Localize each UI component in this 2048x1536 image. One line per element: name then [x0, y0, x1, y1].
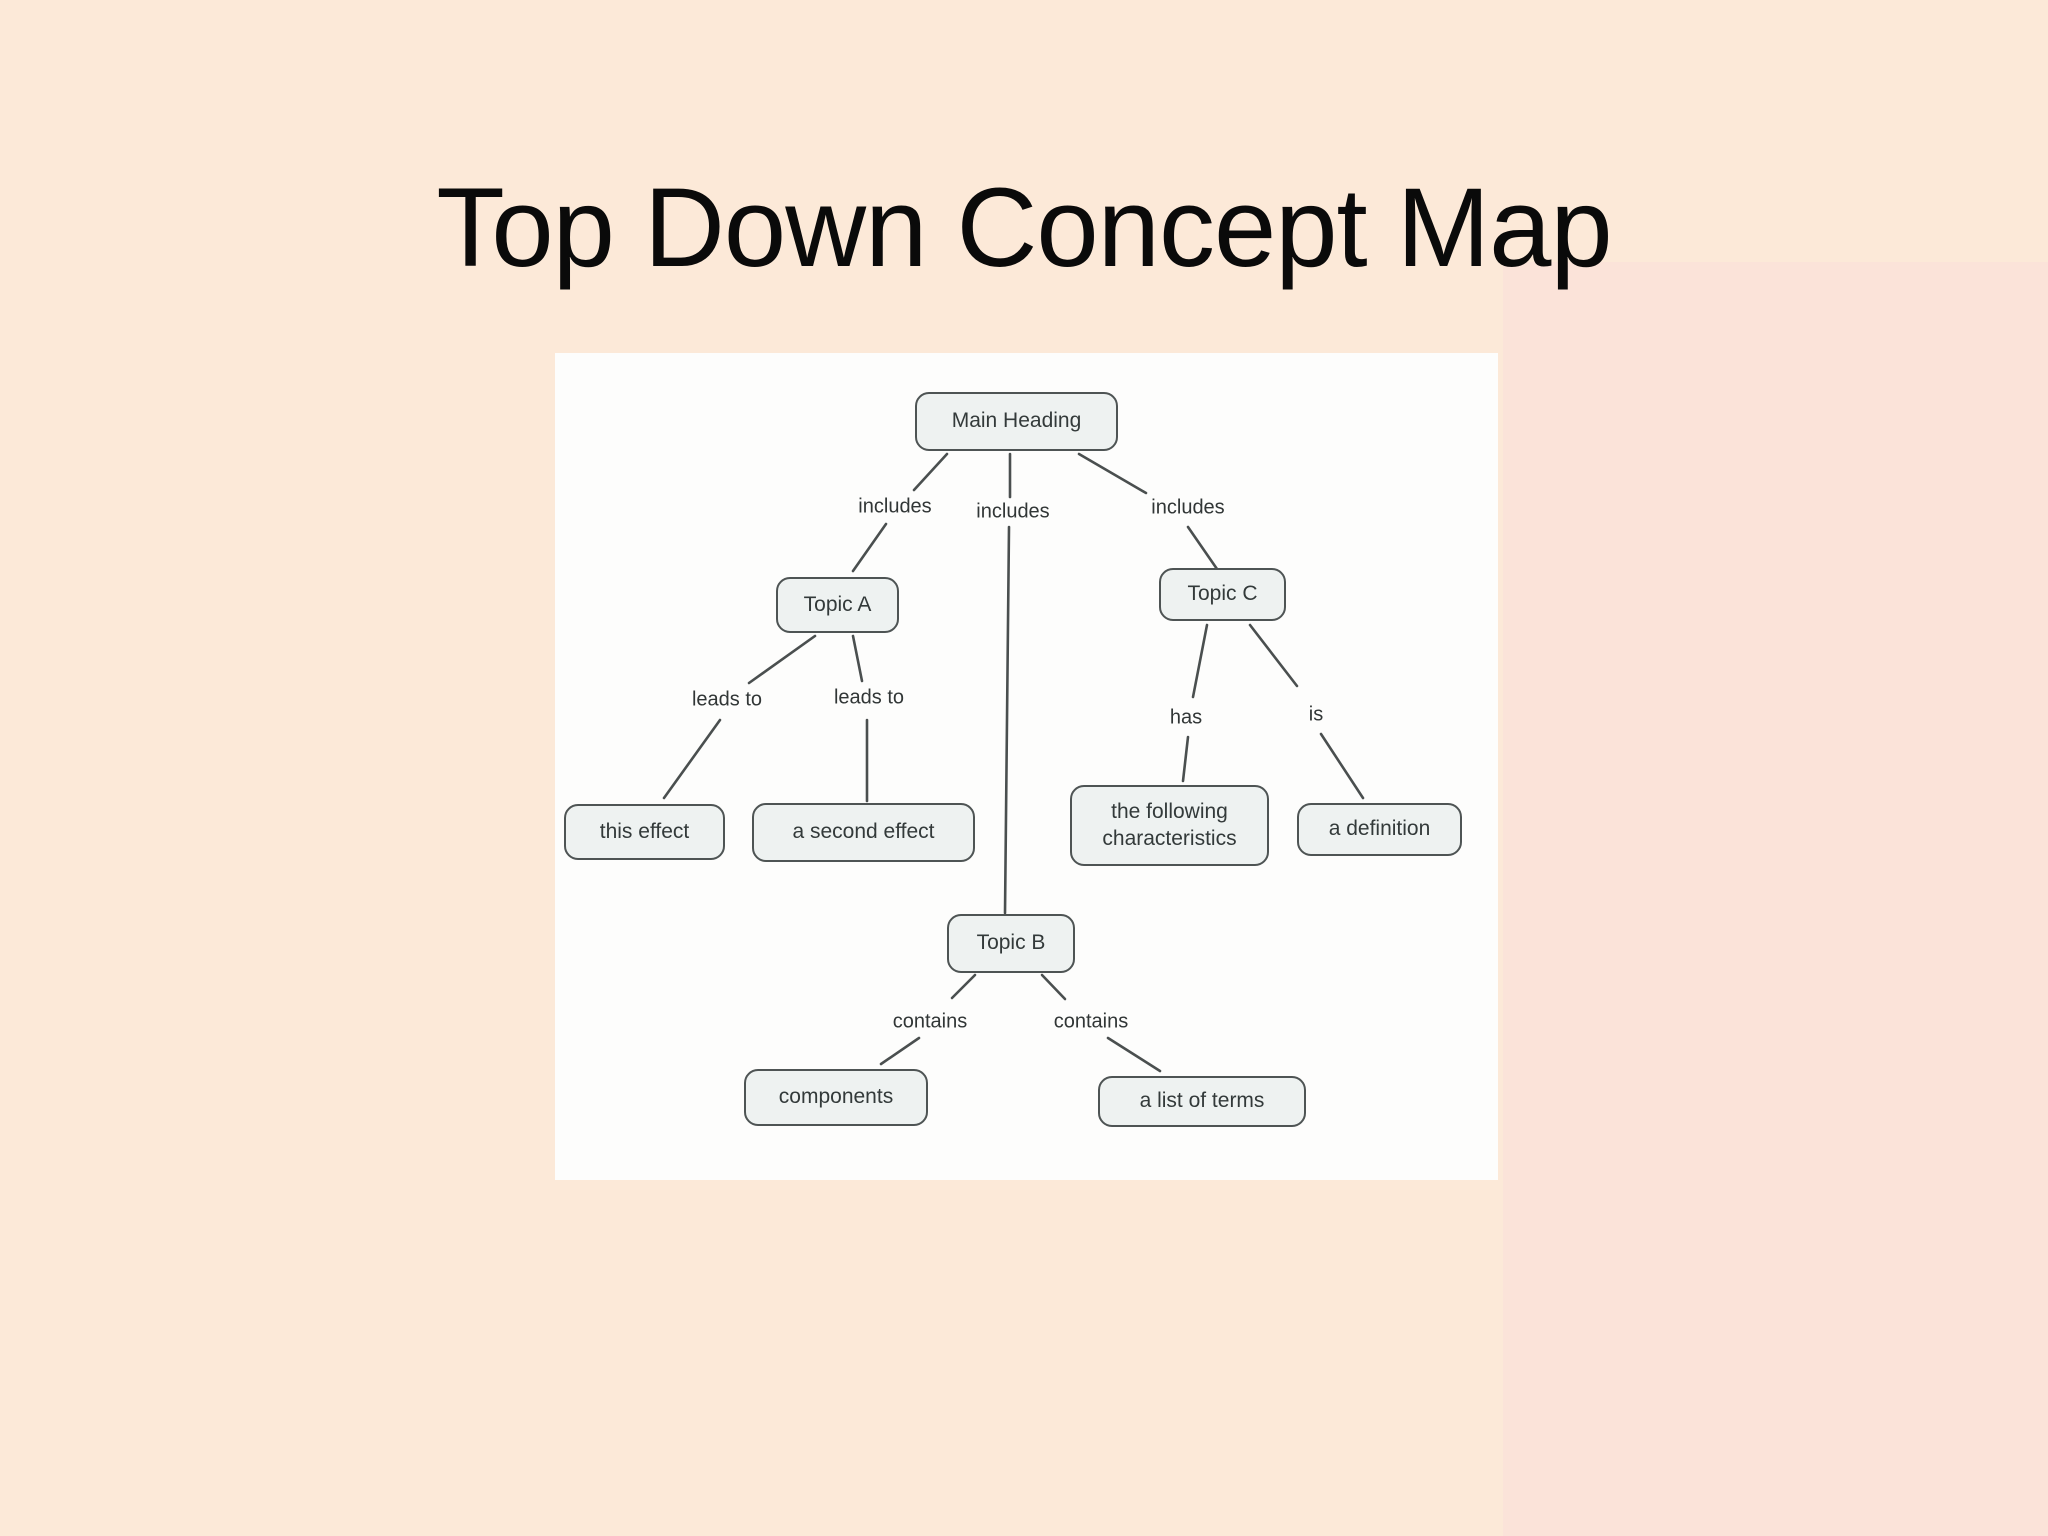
node-a-list-of-terms: a list of terms [1098, 1076, 1306, 1127]
edge-line [1003, 525, 1011, 915]
edge-line [1319, 732, 1365, 800]
edge-line [1248, 623, 1299, 688]
edge-label-leads-to-second-effect: leads to [833, 686, 905, 709]
edge-line [1040, 973, 1067, 1001]
node-a-second-effect: a second effect [752, 803, 975, 862]
node-topic-c: Topic C [1159, 568, 1286, 621]
edge-label-includes-topic-a: includes [858, 495, 932, 518]
node-main-heading: Main Heading [915, 392, 1118, 451]
edge-line [1106, 1036, 1162, 1073]
node-components: components [744, 1069, 928, 1126]
edge-line [950, 973, 977, 1000]
node-topic-b: Topic B [947, 914, 1075, 973]
edge-line [1191, 623, 1209, 699]
edge-label-has: has [1169, 706, 1203, 729]
node-this-effect: this effect [564, 804, 725, 860]
edge-label-includes-topic-c: includes [1151, 496, 1225, 519]
edge-label-includes-topic-b: includes [976, 500, 1050, 523]
edge-line [1077, 452, 1148, 495]
edge-line [912, 452, 949, 492]
edge-label-leads-to-this-effect: leads to [691, 688, 763, 711]
node-topic-a: Topic A [776, 577, 899, 633]
node-a-definition: a definition [1297, 803, 1462, 856]
background-band [1503, 262, 2048, 1536]
edge-line [851, 634, 864, 683]
edge-line [747, 634, 817, 685]
page-title: Top Down Concept Map [436, 165, 1612, 291]
edge-line [1186, 525, 1219, 571]
concept-map-canvas: Main Heading Topic A Topic C this effect… [555, 353, 1498, 1180]
edge-label-contains-components: contains [892, 1010, 968, 1033]
edge-label-contains-list-of-terms: contains [1053, 1010, 1129, 1033]
node-the-following-characteristics: the following characteristics [1070, 785, 1269, 866]
edge-label-is: is [1308, 703, 1324, 726]
edge-line [662, 718, 722, 800]
edge-line [879, 1036, 921, 1066]
edge-lines [662, 452, 1365, 1073]
edge-line [851, 522, 888, 573]
edge-line [1181, 735, 1190, 783]
